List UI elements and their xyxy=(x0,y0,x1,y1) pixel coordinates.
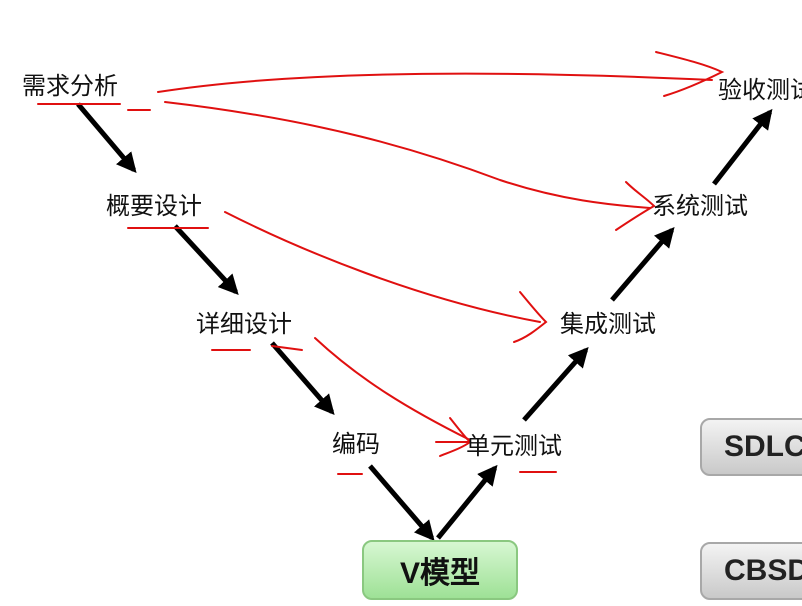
arrow-detail-to-coding xyxy=(270,341,335,416)
annotation-curve-detail-to-unit xyxy=(314,337,471,441)
node-outline-design: 概要设计 xyxy=(106,192,202,220)
annotation-curve-req-to-acceptance xyxy=(157,72,713,93)
annotation-arrowhead-acceptance xyxy=(655,51,725,97)
arrow-unit-to-integration xyxy=(522,347,589,422)
arrow-req-to-outline xyxy=(76,102,137,174)
node-system-test: 系统测试 xyxy=(652,192,748,220)
node-detailed-design: 详细设计 xyxy=(196,310,292,338)
node-integration-test: 集成测试 xyxy=(560,310,656,338)
cbsd-button[interactable]: CBSD xyxy=(700,542,802,600)
node-unit-test: 单元测试 xyxy=(466,432,562,460)
node-requirements-analysis: 需求分析 xyxy=(22,72,118,100)
annotation-curve-req-to-system xyxy=(164,101,651,209)
arrow-coding-to-bottom xyxy=(368,464,435,542)
annotation-arrowhead-integration xyxy=(513,291,548,343)
node-coding: 编码 xyxy=(332,430,380,458)
annotation-curve-outline-to-integration xyxy=(224,211,541,323)
sdlc-button[interactable]: SDLC xyxy=(700,418,802,476)
node-acceptance-test: 验收测试 xyxy=(718,76,802,104)
annotation-arrowhead-system xyxy=(615,181,656,231)
arrow-bottom-to-unit xyxy=(436,464,498,540)
underline-detail-b xyxy=(271,345,303,351)
arrow-system-to-acceptance xyxy=(712,108,773,186)
arrow-outline-to-detail xyxy=(173,224,239,295)
arrow-integration-to-system xyxy=(610,226,675,302)
v-model-button[interactable]: V模型 xyxy=(362,540,518,600)
